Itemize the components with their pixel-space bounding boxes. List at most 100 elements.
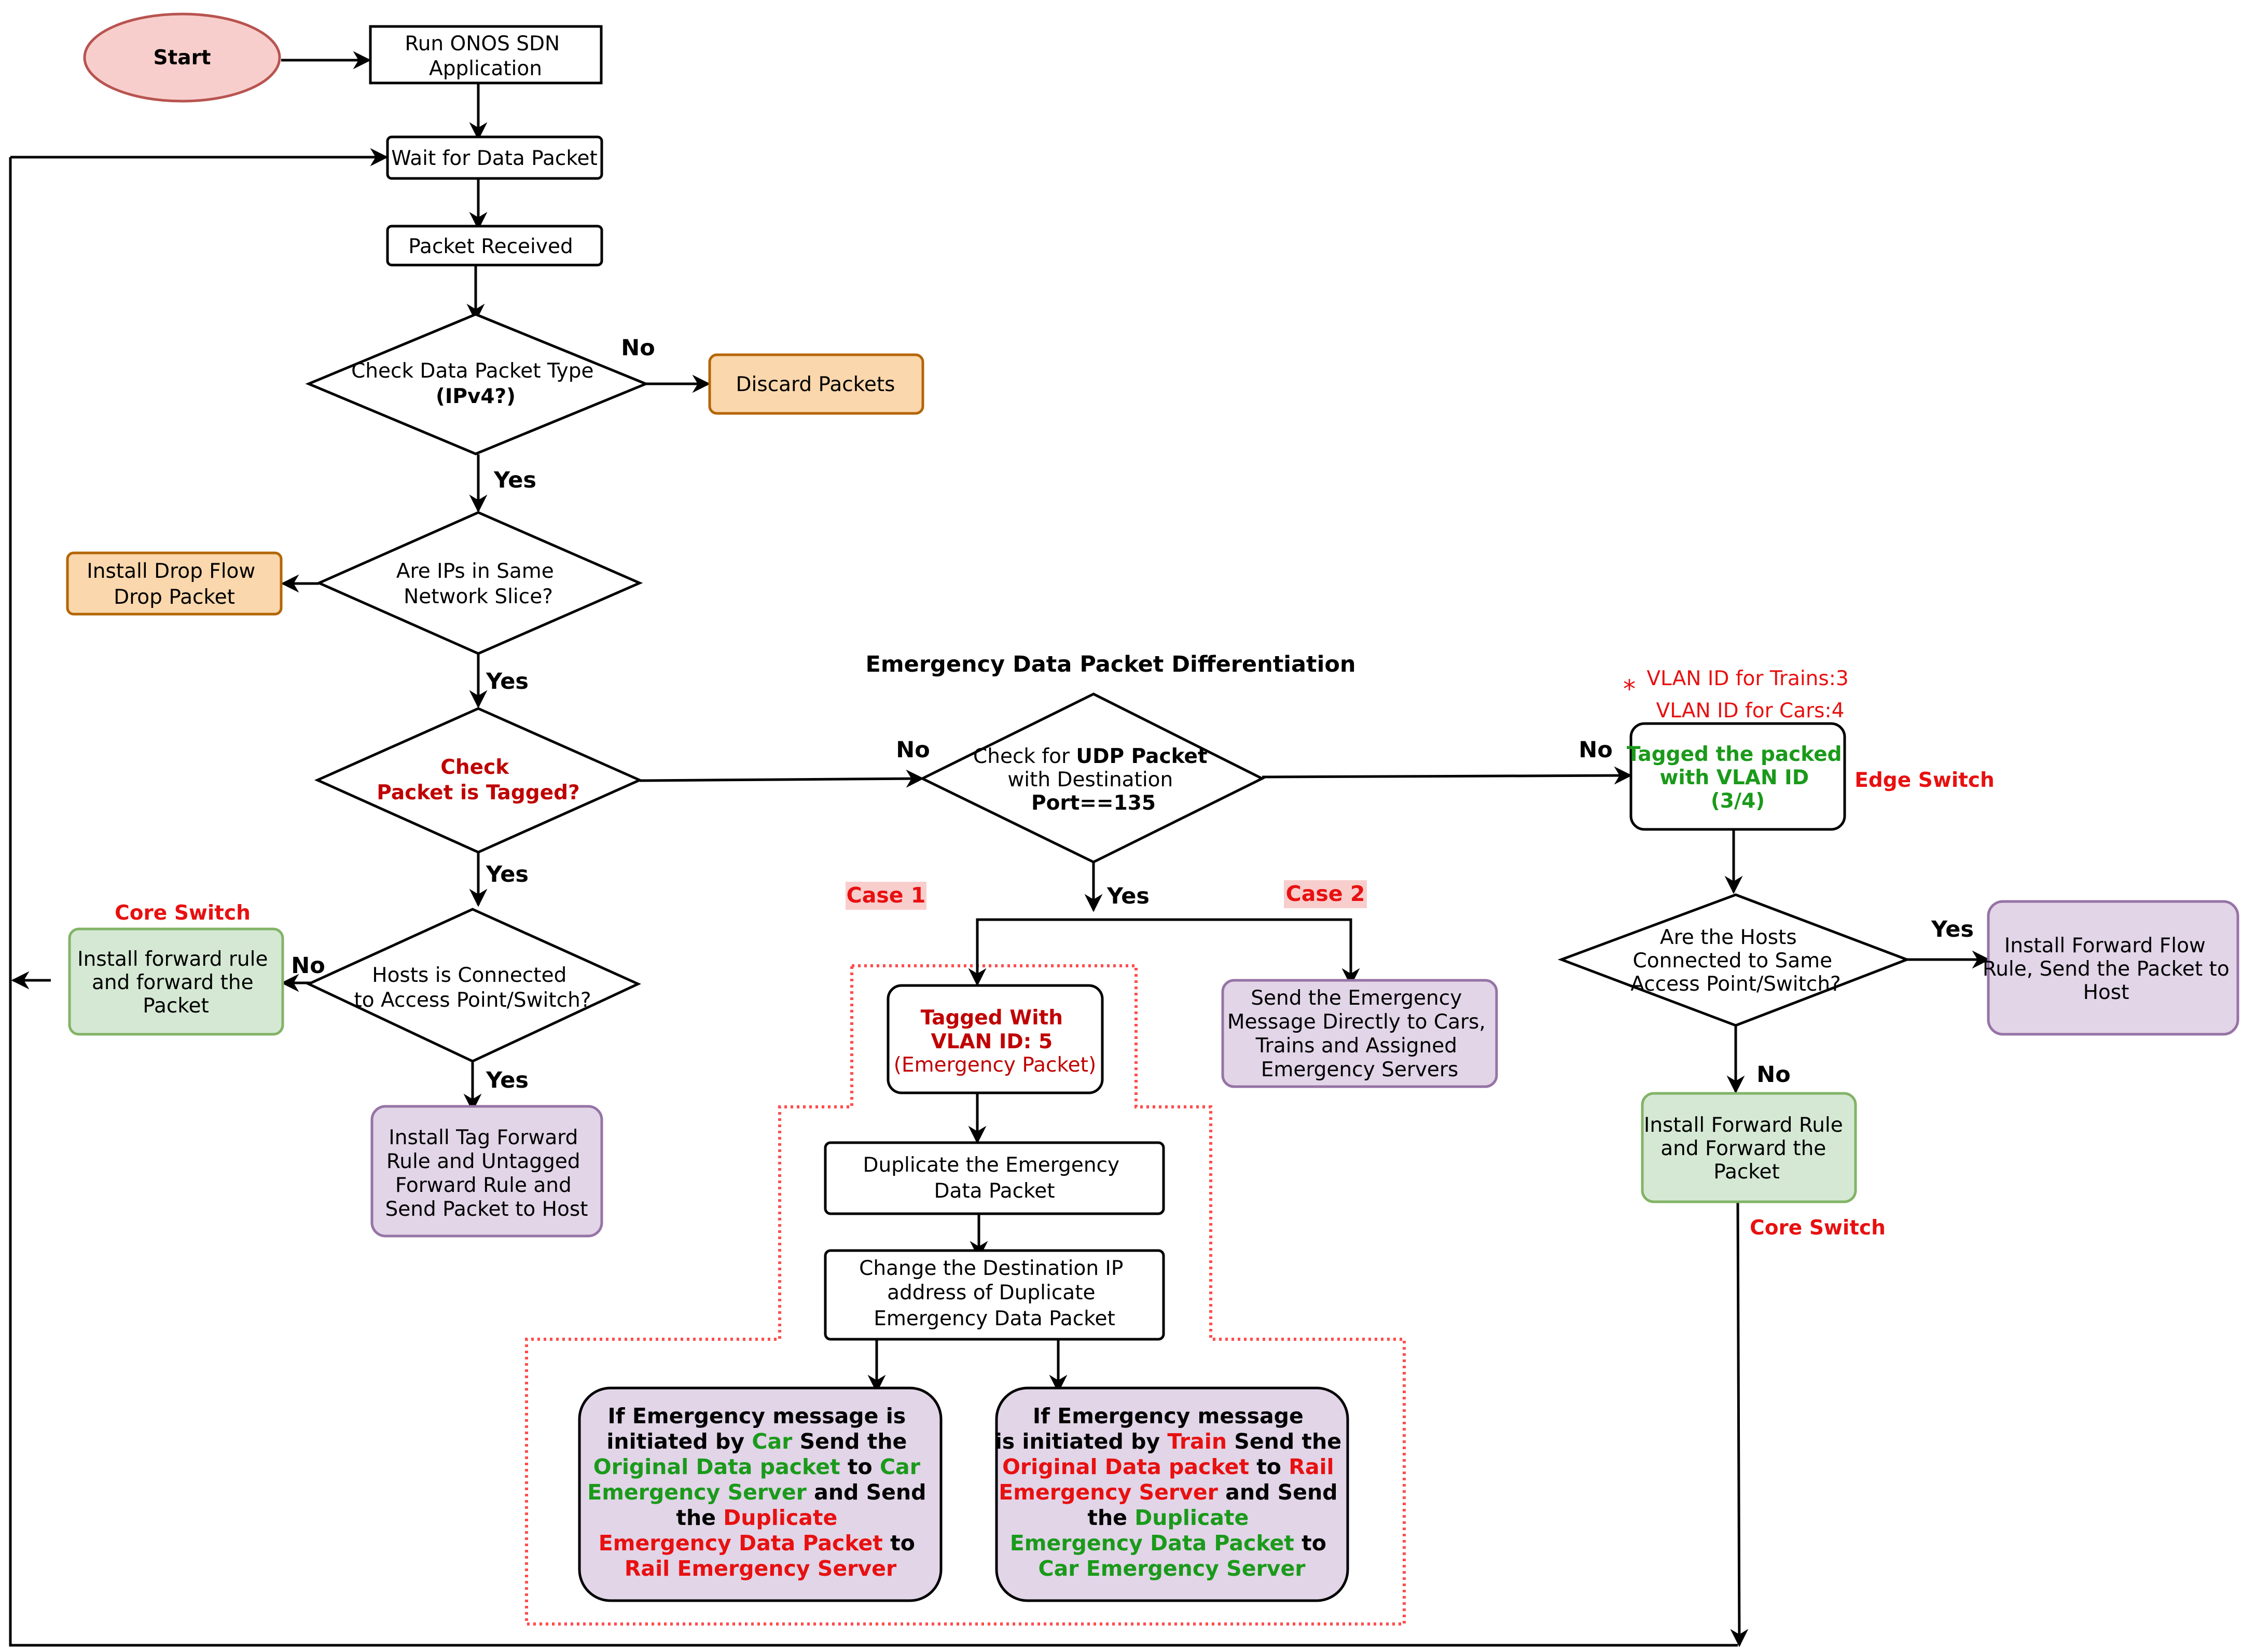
svg-text:Check for UDP Packet with: Check for UDP Packet with Destination Po… (973, 745, 1214, 815)
tag-forward-line-4: Send Packet to Host (385, 1198, 588, 1221)
vlan-note-cars: VLAN ID for Cars:4 (1656, 699, 1845, 723)
check-type-line-1: Check Data Packet Type (351, 359, 593, 383)
tag-forward-line-2: Rule and Untagged (386, 1150, 580, 1173)
check-tagged-line-1: Check (440, 756, 509, 779)
start-node (83, 12, 281, 103)
car-msg-line-1: If Emergency message is (608, 1404, 906, 1428)
forward-rule-left-line-2: and forward the (92, 971, 254, 994)
wait-packet-box (386, 135, 603, 180)
svg-text:Send the Emergency Message: Send the Emergency Message Directly to C… (1227, 987, 1492, 1081)
hosts-connected-line-2: to Access Point/Switch? (354, 989, 591, 1012)
train-message-box (995, 1386, 1349, 1602)
core-switch-left-label: Core Switch (115, 901, 251, 925)
same-slice-diamond (315, 511, 643, 655)
forward-flow-right-box (1987, 900, 2239, 1036)
svg-text:Install Forward Flow Rule,: Install Forward Flow Rule, Send the Pack… (1983, 934, 2236, 1004)
tag-forward-line-1: Install Tag Forward (389, 1126, 578, 1149)
send-direct-box (1221, 979, 1498, 1088)
check-type-yes-label: Yes (493, 467, 536, 493)
car-msg-line-6: Emergency Data Packet to (599, 1531, 915, 1556)
check-tagged-diamond (314, 707, 643, 854)
hosts-connected-no-label: No (291, 953, 325, 979)
train-msg-line-6: Emergency Data Packet to (1010, 1531, 1326, 1556)
hosts-same-line-2: Connected to Same (1633, 949, 1833, 973)
svg-text:Install forward rule and f: Install forward rule and forward the Pac… (77, 948, 274, 1018)
svg-text:Run ONOS SDN Application: Run ONOS SDN Application (405, 32, 566, 80)
svg-text:Are the Hosts Connected to: Are the Hosts Connected to Same Access P… (1630, 926, 1841, 996)
emergency-region-outline (525, 964, 1406, 1626)
case1-label: Case 1 (847, 883, 926, 908)
train-msg-line-4: Emergency Server and Send (999, 1480, 1337, 1505)
svg-text:Install Forward Rule and F: Install Forward Rule and Forward the Pac… (1644, 1114, 1849, 1184)
udp-check-diamond (919, 692, 1265, 864)
svg-text:Tagged the packed with VLA: Tagged the packed with VLAN ID (3/4) (1627, 743, 1849, 813)
hosts-same-yes-label: Yes (1931, 917, 1974, 942)
packet-received-box (386, 225, 603, 267)
forward-rule-left-line-1: Install forward rule (77, 948, 268, 971)
hosts-connected-line-1: Hosts is Connected (372, 964, 566, 987)
train-msg-line-5: the Duplicate (1087, 1505, 1249, 1530)
change-ip-line-2: address of Duplicate (887, 1281, 1095, 1304)
car-msg-line-5: the Duplicate (676, 1505, 837, 1530)
wait-packet-label: Wait for Data Packet (391, 147, 598, 170)
case2-badge (1284, 880, 1367, 908)
packet-received-label: Packet Received (408, 235, 573, 258)
hosts-same-line-3: Access Point/Switch? (1630, 973, 1841, 996)
tag-forward-box (370, 1105, 603, 1238)
drop-flow-line-2: Drop Packet (114, 586, 235, 609)
forward-rule-right-line-3: Packet (1713, 1160, 1780, 1184)
case1-badge (846, 882, 926, 910)
check-type-no-label: No (621, 335, 655, 361)
forward-rule-left-box (68, 927, 284, 1036)
duplicate-line-2: Data Packet (934, 1179, 1055, 1203)
run-app-line-2: Application (429, 57, 542, 80)
vlan-note-trains: VLAN ID for Trains:3 (1646, 667, 1848, 690)
check-tagged-yes-label: Yes (486, 862, 529, 887)
hosts-connected-yes-label: Yes (486, 1067, 529, 1093)
forward-flow-right-line-2: Rule, Send the Packet to (1983, 957, 2230, 981)
edge-switch-label: Edge Switch (1855, 769, 1995, 792)
hosts-same-line-1: Are the Hosts (1660, 926, 1797, 949)
send-direct-line-1: Send the Emergency (1251, 987, 1462, 1010)
check-type-line-2: (IPv4?) (436, 385, 516, 408)
run-app-box (369, 25, 603, 85)
same-slice-line-2: Network Slice? (404, 585, 553, 608)
tagged-vlan5-box (887, 984, 1104, 1094)
run-app-line-1: Run ONOS SDN (405, 32, 560, 55)
tagged-vlan5-line-3: (Emergency Packet) (894, 1053, 1096, 1077)
forward-rule-left-line-3: Packet (143, 994, 209, 1018)
svg-text:Are IPs in Same Network Sl: Are IPs in Same Network Slice? (396, 560, 560, 608)
send-direct-line-4: Emergency Servers (1261, 1058, 1459, 1081)
train-msg-line-2: is initiated by Train Send the (995, 1429, 1341, 1454)
tagged-vlan5-line-1: Tagged With (921, 1006, 1063, 1030)
udp-check-line-1: Check for UDP Packet (973, 745, 1208, 768)
check-type-diamond (305, 313, 649, 455)
change-ip-line-3: Emergency Data Packet (874, 1307, 1115, 1330)
check-tagged-line-2: Packet is Tagged? (377, 781, 579, 804)
discard-label: Discard Packets (736, 373, 895, 396)
forward-rule-right-box (1641, 1092, 1857, 1203)
discard-box (708, 353, 924, 415)
forward-rule-right-line-2: and Forward the (1660, 1137, 1826, 1160)
forward-rule-right-line-1: Install Forward Rule (1644, 1114, 1843, 1137)
car-msg-line-2: initiated by Car Send the (606, 1429, 907, 1454)
car-msg-line-3: Original Data packet to Car (593, 1454, 921, 1479)
svg-text:Install Tag Forward Rule a: Install Tag Forward Rule and Untagged Fo… (385, 1126, 588, 1221)
check-tagged-no-label: No (896, 737, 930, 763)
same-slice-line-1: Are IPs in Same (396, 560, 554, 583)
tag-vlan34-box (1629, 722, 1846, 831)
case2-label: Case 2 (1286, 881, 1365, 906)
tag-vlan34-line-3: (3/4) (1711, 789, 1765, 813)
svg-text:If Emergency message is in: If Emergency message is initiated by Car… (587, 1404, 934, 1581)
svg-text:Change the Destination IP: Change the Destination IP address of Dup… (859, 1257, 1130, 1330)
drop-flow-box (66, 551, 283, 616)
forward-flow-right-line-3: Host (2083, 981, 2129, 1004)
svg-text:Hosts is Connected to Acce: Hosts is Connected to Access Point/Switc… (354, 964, 591, 1012)
vlan-note-asterisk: * (1623, 675, 1636, 704)
send-direct-line-2: Message Directly to Cars, (1227, 1010, 1486, 1034)
train-msg-line-1: If Emergency message (1033, 1404, 1304, 1428)
udp-check-no-label: No (1579, 737, 1613, 763)
udp-check-yes-label: Yes (1106, 883, 1150, 909)
tag-vlan34-line-1: Tagged the packed (1627, 743, 1842, 766)
